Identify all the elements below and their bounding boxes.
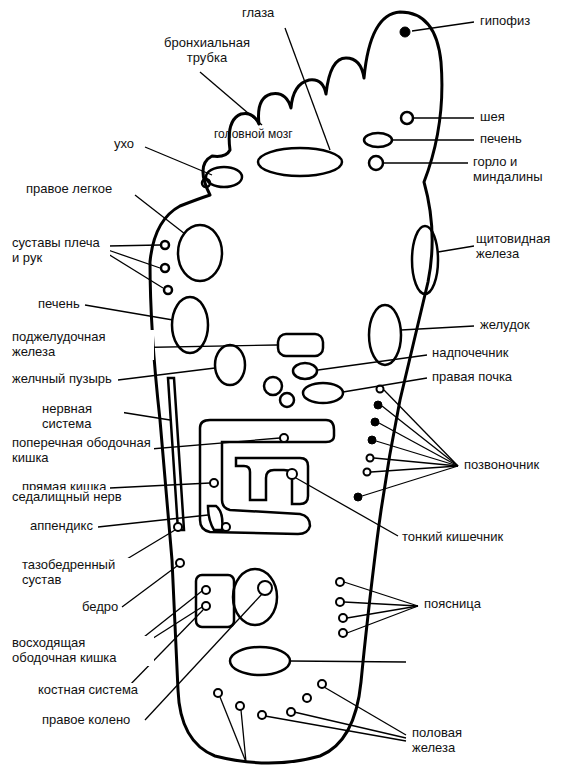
zone-label: костная система xyxy=(36,683,140,698)
foot-outline xyxy=(150,12,442,763)
region-label: головной мозг xyxy=(212,128,295,142)
zone-label: надпочечник xyxy=(430,346,510,361)
zone-label: поджелудочная железа xyxy=(10,330,154,360)
zone-label: суставы плеча и рук xyxy=(10,236,110,266)
reflex-zones xyxy=(161,112,438,675)
zone-label: позвоночник xyxy=(462,458,541,473)
zone-label: седалищный нерв xyxy=(10,490,124,505)
zone-label: восходящая ободочная кишка xyxy=(10,636,154,666)
zone-label: поясница xyxy=(422,597,483,612)
zone-label: бронхиальная трубка xyxy=(150,36,264,66)
zone-label: правое колено xyxy=(40,713,132,728)
zone-label: гипофиз xyxy=(478,14,532,29)
zone-label: ухо xyxy=(112,137,136,152)
zone-label: аппендикс xyxy=(28,519,95,534)
zone-label: печень xyxy=(478,132,524,147)
zone-label: тазобедренный сустав xyxy=(20,558,139,588)
zone-label: поперечная ободочная кишка xyxy=(10,436,154,466)
zone-label: правое легкое xyxy=(24,182,114,197)
zone-label: половая железа xyxy=(410,726,509,756)
zone-label: бедро xyxy=(80,600,120,615)
zone-label: печень xyxy=(36,297,82,312)
zone-label: глаза xyxy=(240,6,276,21)
zone-label: желчный пузырь xyxy=(10,372,114,387)
zone-label: щитовидная железа xyxy=(474,232,573,262)
zone-label: тонкий кишечник xyxy=(400,530,505,545)
zone-label: правая почка xyxy=(430,370,514,385)
zone-label: желудок xyxy=(478,318,532,333)
reflex-points xyxy=(174,386,384,720)
zone-label: горло и миндалины xyxy=(471,155,573,185)
zone-label: шея xyxy=(478,110,507,125)
zone-label: нервная система xyxy=(40,402,124,432)
filled-points xyxy=(354,27,410,501)
